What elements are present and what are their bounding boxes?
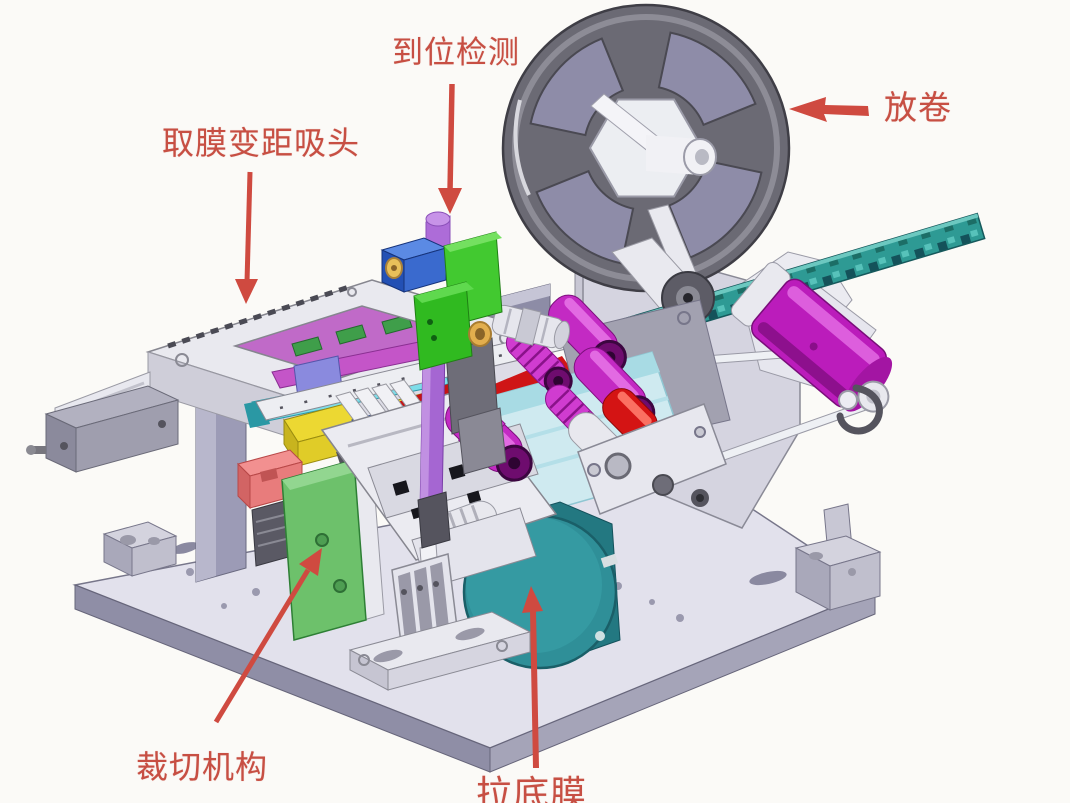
cylinder-mount-plate — [348, 611, 532, 691]
label-cutting: 裁切机构 — [136, 749, 269, 785]
arrow-unwind — [789, 97, 869, 122]
arrow-position-detect — [438, 83, 462, 214]
arrow-cutting — [213, 548, 322, 724]
sensor-blue-block — [380, 237, 448, 293]
base-foot-right — [794, 503, 882, 611]
unwind-reel — [501, 3, 791, 293]
arrow-pull-film — [522, 586, 543, 769]
roller-side-plate — [577, 403, 727, 515]
label-position-detect: 到位检测 — [392, 35, 520, 70]
label-suction-head: 取膜变距吸头 — [162, 125, 361, 161]
arrow-suction-head — [235, 171, 258, 304]
frame-inner-pads — [291, 314, 413, 357]
base-foot-left — [102, 521, 178, 577]
label-pull-film: 拉底膜 — [476, 773, 588, 803]
pink-block — [237, 449, 303, 510]
sensor-green-bracket — [413, 231, 503, 371]
label-unwind: 放卷 — [884, 89, 952, 126]
position-sensor-assembly — [380, 211, 571, 549]
magenta-motor — [730, 262, 893, 435]
left-actuator-cylinder — [26, 385, 180, 473]
